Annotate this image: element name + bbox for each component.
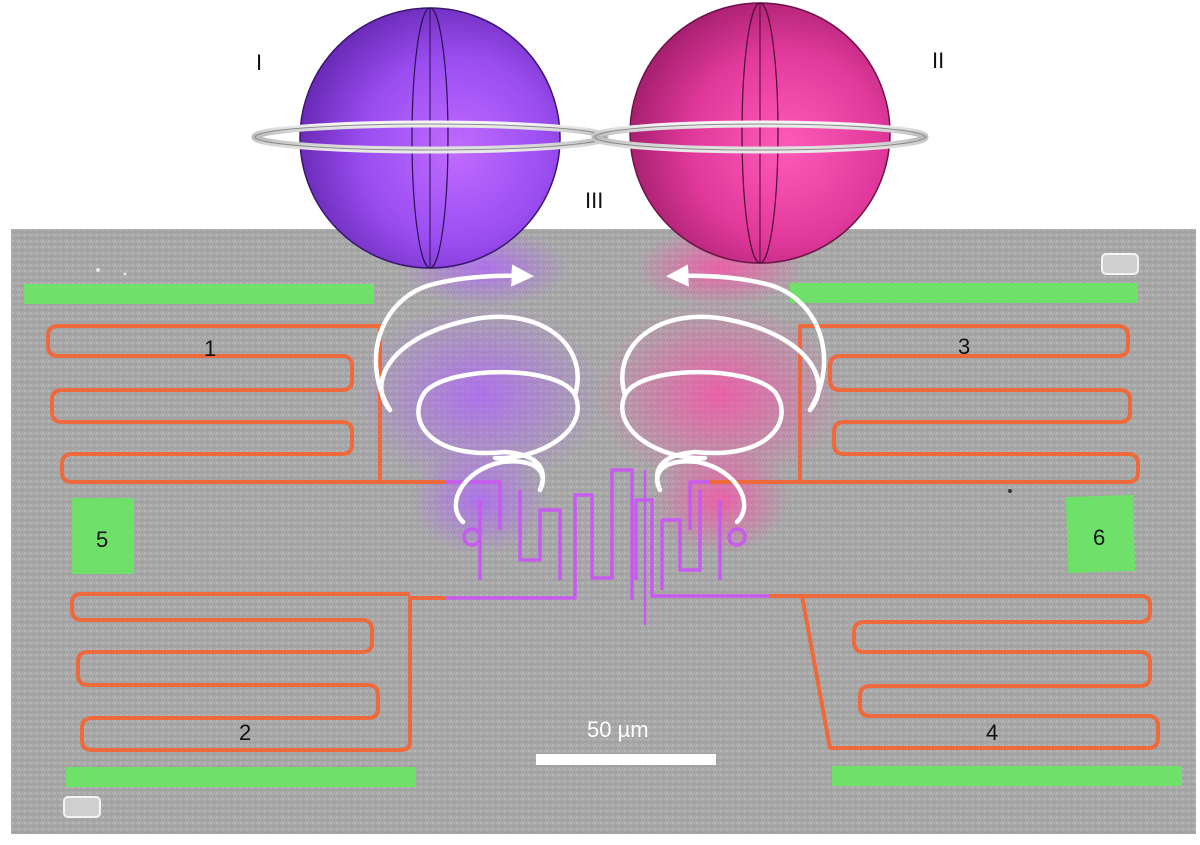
debris xyxy=(63,796,101,818)
label-resonator-1: 1 xyxy=(204,336,216,361)
substrate-debris xyxy=(63,253,1139,818)
label-resonator-4: 4 xyxy=(986,720,998,745)
debris xyxy=(123,272,127,276)
resonator-4-line xyxy=(770,594,1160,750)
debris xyxy=(1101,253,1139,275)
qubit-wire-right xyxy=(634,480,770,598)
debris xyxy=(96,268,100,272)
label-sphere-left: I xyxy=(256,50,262,75)
label-resonator-2: 2 xyxy=(239,720,251,745)
resonators xyxy=(46,324,1160,752)
pad-bottom-left xyxy=(66,767,416,787)
spiral-left-mid xyxy=(379,314,580,461)
glow-left-mid xyxy=(355,300,605,490)
bloch-sphere-left xyxy=(251,7,609,269)
curved-arrow-icon xyxy=(453,449,546,525)
pad-bottom-right xyxy=(832,766,1182,786)
label-resonator-3: 3 xyxy=(958,334,970,359)
label-sphere-right: II xyxy=(932,48,944,73)
label-pad-6: 6 xyxy=(1093,525,1105,550)
label-pad-5: 5 xyxy=(96,527,108,552)
bloch-sphere-right xyxy=(591,2,929,264)
scale-bar-label: 50 µm xyxy=(587,717,649,742)
capacitor-pads xyxy=(24,283,1182,787)
pad-6 xyxy=(1065,494,1136,574)
pad-top-right xyxy=(790,283,1138,303)
squid-right xyxy=(727,527,747,547)
spiral-arrows xyxy=(373,264,827,525)
spiral-right-mid xyxy=(620,314,821,461)
glow-right-mid xyxy=(595,300,845,490)
squid-left xyxy=(462,527,482,547)
ring-edge xyxy=(594,123,926,151)
resonator-3-line xyxy=(710,324,1140,484)
resonator-2-line xyxy=(70,592,445,752)
curved-arrow-icon xyxy=(654,449,747,525)
spiral-right-outer xyxy=(666,264,827,413)
spiral-left-outer xyxy=(373,264,534,413)
pad-5 xyxy=(72,498,134,574)
debris xyxy=(1008,489,1012,493)
scale-bar xyxy=(536,754,716,765)
pad-top-left xyxy=(24,284,374,304)
resonator-1-line xyxy=(46,324,445,484)
label-coupler: III xyxy=(585,188,603,213)
substrate xyxy=(11,229,1196,834)
ring-edge xyxy=(254,123,606,151)
